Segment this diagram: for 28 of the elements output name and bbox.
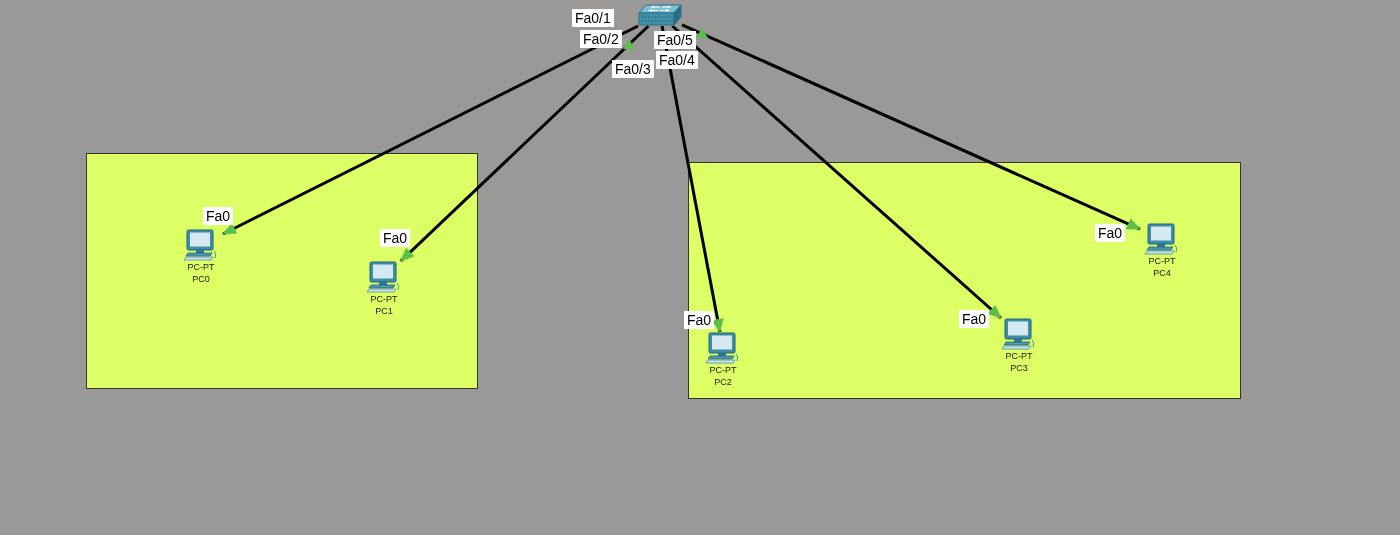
port-label: Fa0 xyxy=(1095,224,1126,242)
network-cable xyxy=(222,24,639,236)
zone-panel xyxy=(86,153,478,389)
network-cable xyxy=(399,24,650,263)
port-label: Fa0 xyxy=(959,310,990,328)
network-cable xyxy=(681,23,1141,231)
port-label: Fa0/1 xyxy=(572,9,614,27)
port-label: Fa0/3 xyxy=(612,60,654,78)
port-label: Fa0/5 xyxy=(654,31,696,49)
port-label: Fa0 xyxy=(203,207,234,225)
network-cable xyxy=(671,24,1002,320)
network-cable xyxy=(660,25,724,333)
port-label: Fa0 xyxy=(380,229,411,247)
device-type-label: PC-PT xyxy=(709,364,737,376)
device-name-label: PC3 xyxy=(1010,362,1028,374)
device-type-label: PC-PT xyxy=(1005,350,1033,362)
port-label: Fa0/4 xyxy=(656,51,698,69)
port-label: Fa0 xyxy=(684,311,715,329)
port-label: Fa0/2 xyxy=(580,30,622,48)
device-type-label: PC-PT xyxy=(1148,255,1176,267)
device-type-label: PC-PT xyxy=(370,293,398,305)
device-name-label: PC2 xyxy=(714,376,732,388)
device-name-label: PC4 xyxy=(1153,267,1171,279)
zone-panel xyxy=(688,162,1241,399)
network-switch-icon xyxy=(638,4,682,26)
device-type-label: PC-PT xyxy=(187,261,215,273)
device-name-label: PC0 xyxy=(192,273,210,285)
device-name-label: PC1 xyxy=(375,305,393,317)
